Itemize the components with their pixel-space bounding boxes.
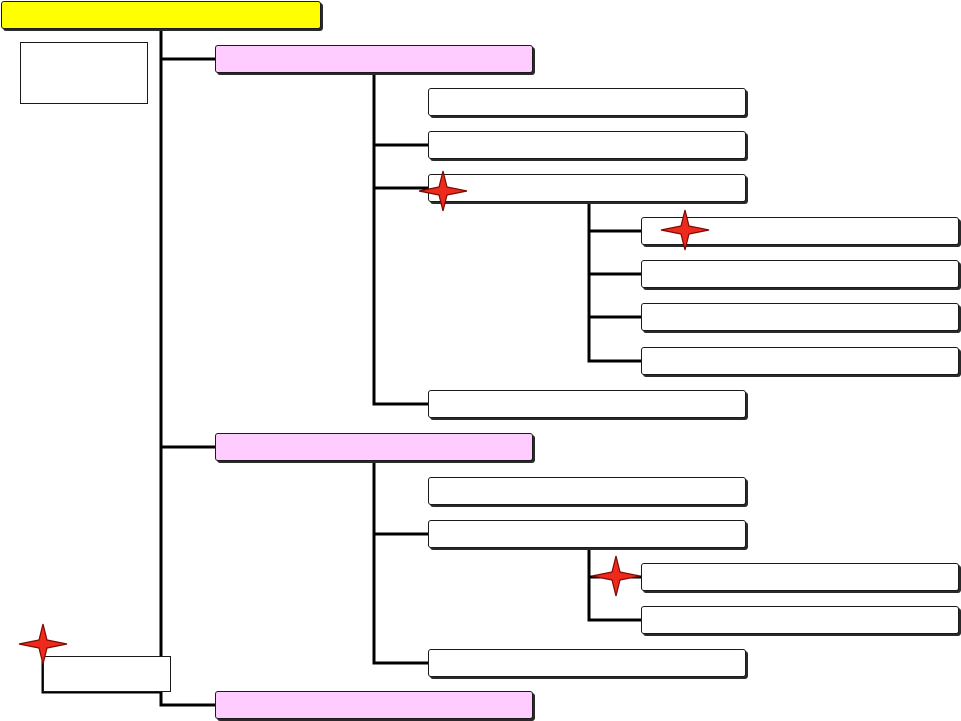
branch-node-1[interactable] bbox=[215, 45, 533, 73]
b1-grandchild-node-4[interactable] bbox=[641, 347, 959, 375]
b2-child-node-1[interactable] bbox=[428, 477, 746, 505]
b1-grandchild-node-2[interactable] bbox=[641, 260, 959, 288]
b1-grandchild-node-1[interactable] bbox=[641, 217, 959, 245]
b2-grandchild-node-1[interactable] bbox=[641, 563, 959, 591]
b1-grandchild-node-3[interactable] bbox=[641, 303, 959, 331]
branch-node-2[interactable] bbox=[215, 433, 533, 461]
b1-child-node-2[interactable] bbox=[428, 131, 746, 159]
b1-child-node-1[interactable] bbox=[428, 88, 746, 116]
b1-child-node-3[interactable] bbox=[428, 174, 746, 202]
b2-child-node-2[interactable] bbox=[428, 520, 746, 548]
root-node[interactable] bbox=[1, 1, 321, 29]
note-box-1 bbox=[20, 42, 148, 104]
b2-child-node-3[interactable] bbox=[428, 649, 746, 677]
b2-grandchild-node-2[interactable] bbox=[641, 606, 959, 634]
b1-child-node-4[interactable] bbox=[428, 390, 746, 418]
note-box-2 bbox=[43, 656, 171, 692]
branch-node-3[interactable] bbox=[215, 691, 533, 719]
